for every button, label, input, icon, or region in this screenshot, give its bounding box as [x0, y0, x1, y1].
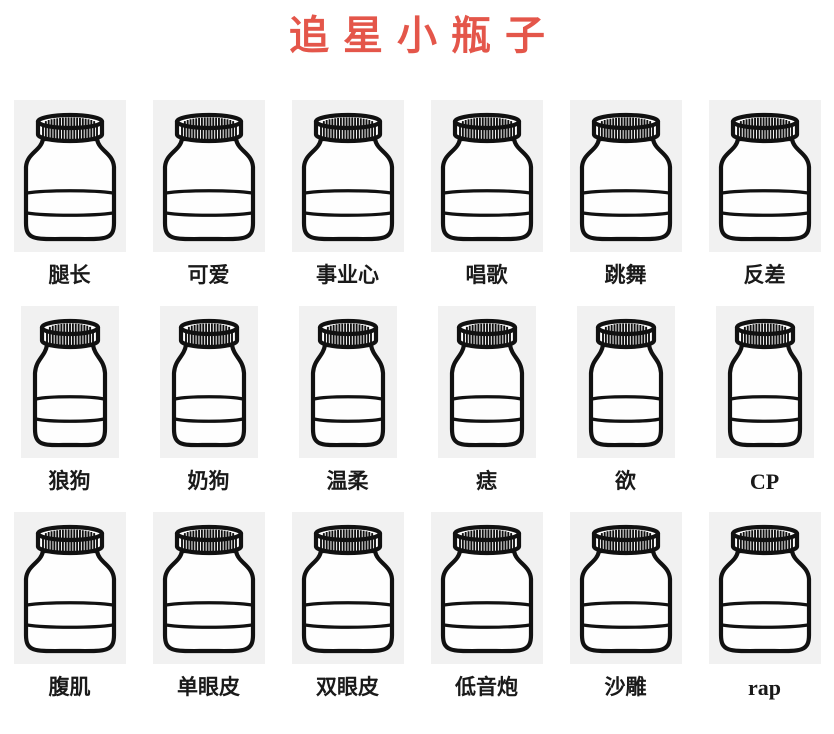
jar-icon [13, 512, 126, 664]
jar-icon [569, 100, 682, 252]
jar-icon [430, 100, 543, 252]
jar-cell[interactable]: 唱歌 [417, 84, 556, 290]
jar-grid: 腿长 可爱 事业心 唱歌 跳舞 反差狼狗 奶狗 温柔 痣 欲 CP 腹肌 单眼皮 双眼皮 低音炮 沙雕 rap [0, 84, 834, 734]
jar-cell[interactable]: 双眼皮 [278, 496, 417, 702]
jar-cell[interactable]: 痣 [417, 290, 556, 496]
jar-cell[interactable]: 狼狗 [0, 290, 139, 496]
jar-caption: CP [749, 469, 780, 494]
jar-row: 腹肌 单眼皮 双眼皮 低音炮 沙雕 rap [0, 496, 834, 702]
jar-cell[interactable]: 反差 [695, 84, 834, 290]
jar-caption: 双眼皮 [316, 676, 379, 699]
jar-caption: 低音炮 [455, 676, 518, 699]
jar-cell[interactable]: 事业心 [278, 84, 417, 290]
jar-caption: 单眼皮 [177, 676, 240, 699]
jar-cell[interactable]: CP [695, 290, 834, 496]
jar-icon [715, 306, 814, 458]
jar-cell[interactable]: 奶狗 [139, 290, 278, 496]
jar-caption: 可爱 [187, 264, 230, 287]
jar-caption: 腹肌 [48, 676, 91, 699]
jar-icon [152, 100, 265, 252]
jar-cell[interactable]: 跳舞 [556, 84, 695, 290]
jar-caption: 跳舞 [604, 264, 647, 287]
jar-cell[interactable]: rap [695, 496, 834, 702]
jar-cell[interactable]: 腹肌 [0, 496, 139, 702]
jar-cell[interactable]: 低音炮 [417, 496, 556, 702]
jar-caption: 狼狗 [48, 470, 91, 493]
jar-cell[interactable]: 腿长 [0, 84, 139, 290]
jar-icon [708, 100, 821, 252]
jar-caption: 沙雕 [604, 676, 647, 699]
jar-cell[interactable]: 温柔 [278, 290, 417, 496]
jar-icon [437, 306, 536, 458]
jar-caption: rap [748, 675, 781, 700]
jar-caption: 唱歌 [465, 264, 508, 287]
jar-caption: 痣 [476, 470, 497, 493]
jar-icon [291, 100, 404, 252]
jar-caption: 反差 [743, 264, 786, 287]
jar-icon [708, 512, 821, 664]
jar-caption: 温柔 [326, 470, 369, 493]
jar-icon [569, 512, 682, 664]
jar-cell[interactable]: 沙雕 [556, 496, 695, 702]
jar-cell[interactable]: 可爱 [139, 84, 278, 290]
jar-icon [291, 512, 404, 664]
jar-caption: 事业心 [316, 264, 379, 287]
jar-icon [576, 306, 675, 458]
jar-icon [159, 306, 258, 458]
jar-icon [20, 306, 119, 458]
jar-row: 狼狗 奶狗 温柔 痣 欲 CP [0, 290, 834, 496]
jar-icon [430, 512, 543, 664]
jar-caption: 腿长 [48, 264, 91, 287]
jar-cell[interactable]: 欲 [556, 290, 695, 496]
page-title: 追星小瓶子 [289, 14, 559, 58]
jar-row: 腿长 可爱 事业心 唱歌 跳舞 反差 [0, 84, 834, 290]
jar-cell[interactable]: 单眼皮 [139, 496, 278, 702]
jar-icon [13, 100, 126, 252]
jar-caption: 奶狗 [187, 470, 230, 493]
jar-caption: 欲 [615, 470, 636, 493]
jar-icon [298, 306, 397, 458]
jar-icon [152, 512, 265, 664]
